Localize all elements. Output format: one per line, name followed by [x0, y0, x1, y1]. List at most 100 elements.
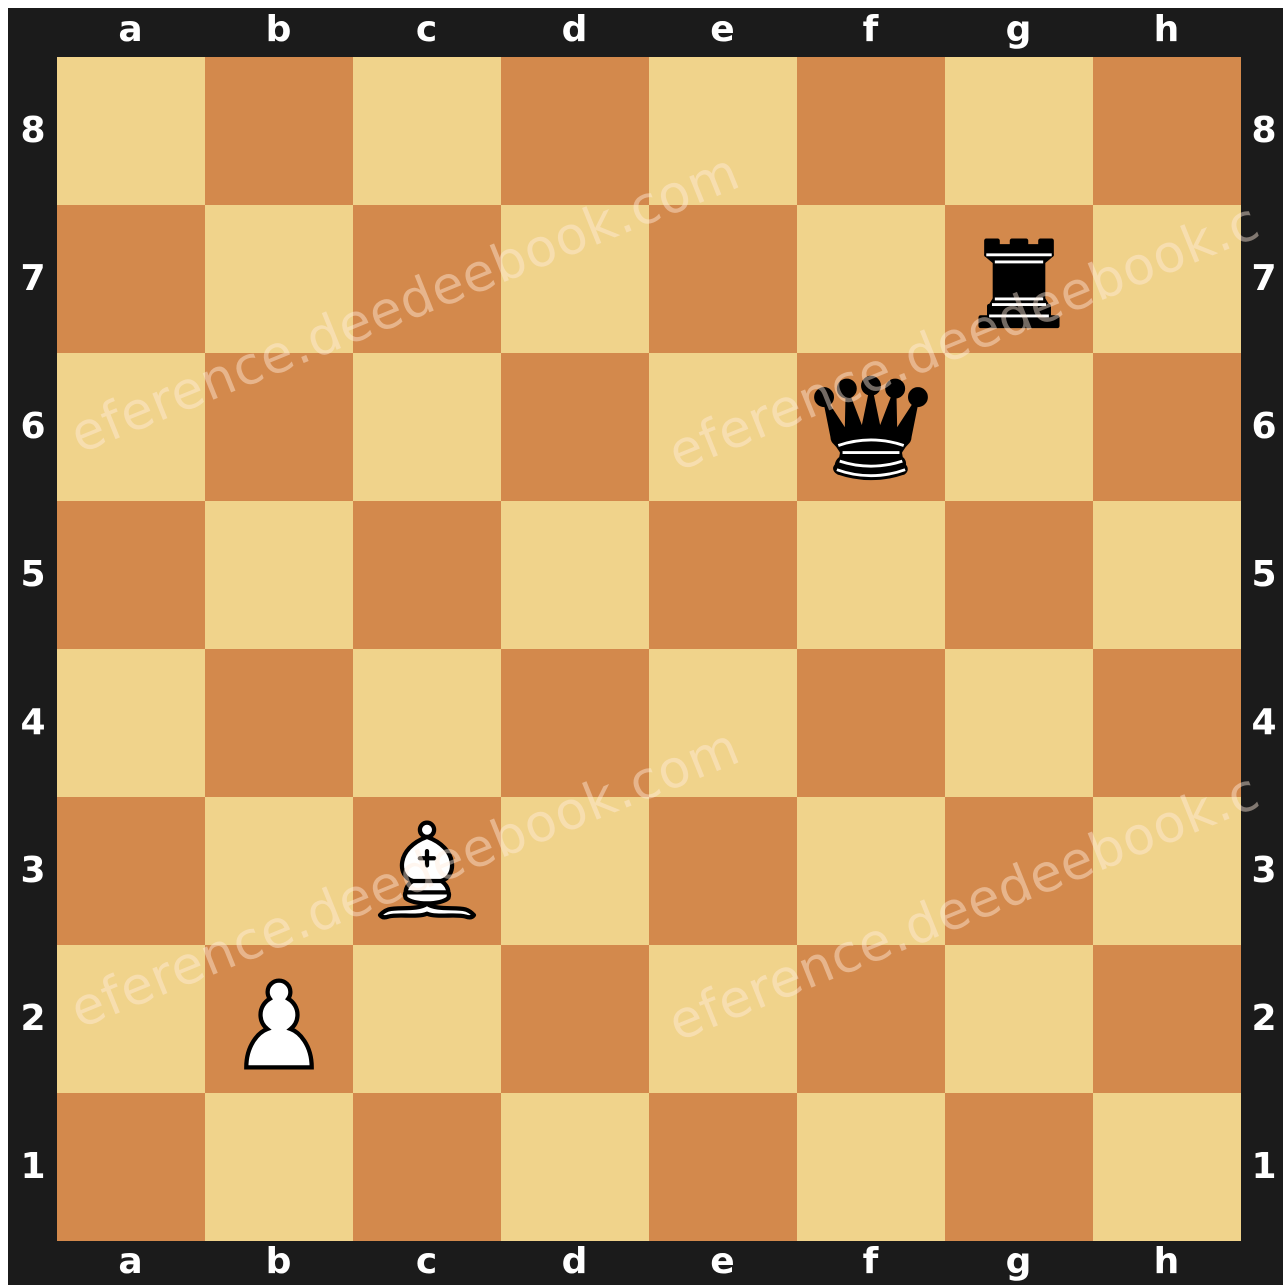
square-g5[interactable]	[945, 501, 1093, 649]
square-d4[interactable]	[501, 649, 649, 797]
rank-label-left-1: 1	[13, 1149, 53, 1185]
square-f2[interactable]	[797, 945, 945, 1093]
rank-label-left-7: 7	[13, 261, 53, 297]
square-a7[interactable]	[57, 205, 205, 353]
square-d7[interactable]	[501, 205, 649, 353]
file-label-top-e: e	[649, 12, 796, 48]
square-b8[interactable]	[205, 57, 353, 205]
square-g4[interactable]	[945, 649, 1093, 797]
square-e7[interactable]	[649, 205, 797, 353]
square-b7[interactable]	[205, 205, 353, 353]
file-label-bottom-h: h	[1093, 1244, 1240, 1280]
rank-label-right-4: 4	[1244, 705, 1283, 741]
rank-label-left-5: 5	[13, 557, 53, 593]
file-label-bottom-e: e	[649, 1244, 796, 1280]
square-d5[interactable]	[501, 501, 649, 649]
rank-label-right-6: 6	[1244, 409, 1283, 445]
square-a6[interactable]	[57, 353, 205, 501]
rank-label-left-4: 4	[13, 705, 53, 741]
square-e3[interactable]	[649, 797, 797, 945]
file-label-top-h: h	[1093, 12, 1240, 48]
square-f3[interactable]	[797, 797, 945, 945]
square-d1[interactable]	[501, 1093, 649, 1241]
chessboard	[57, 57, 1241, 1241]
square-h4[interactable]	[1093, 649, 1241, 797]
square-g2[interactable]	[945, 945, 1093, 1093]
square-f1[interactable]	[797, 1093, 945, 1241]
rank-label-left-6: 6	[13, 409, 53, 445]
square-h7[interactable]	[1093, 205, 1241, 353]
square-b5[interactable]	[205, 501, 353, 649]
file-label-top-g: g	[945, 12, 1092, 48]
black-queen-icon[interactable]	[797, 353, 945, 501]
square-b4[interactable]	[205, 649, 353, 797]
square-a8[interactable]	[57, 57, 205, 205]
square-a3[interactable]	[57, 797, 205, 945]
square-e8[interactable]	[649, 57, 797, 205]
file-label-top-d: d	[501, 12, 648, 48]
square-b2[interactable]	[205, 945, 353, 1093]
square-a4[interactable]	[57, 649, 205, 797]
square-f5[interactable]	[797, 501, 945, 649]
square-g7[interactable]	[945, 205, 1093, 353]
square-a1[interactable]	[57, 1093, 205, 1241]
square-a5[interactable]	[57, 501, 205, 649]
square-f4[interactable]	[797, 649, 945, 797]
white-bishop-icon[interactable]	[353, 797, 501, 945]
file-label-top-b: b	[205, 12, 352, 48]
file-label-bottom-c: c	[353, 1244, 500, 1280]
black-rook-icon[interactable]	[945, 205, 1093, 353]
square-d8[interactable]	[501, 57, 649, 205]
square-h2[interactable]	[1093, 945, 1241, 1093]
square-g8[interactable]	[945, 57, 1093, 205]
file-label-bottom-g: g	[945, 1244, 1092, 1280]
square-g3[interactable]	[945, 797, 1093, 945]
square-f7[interactable]	[797, 205, 945, 353]
square-e5[interactable]	[649, 501, 797, 649]
square-d2[interactable]	[501, 945, 649, 1093]
square-e6[interactable]	[649, 353, 797, 501]
file-label-top-a: a	[57, 12, 204, 48]
file-label-bottom-a: a	[57, 1244, 204, 1280]
rank-label-left-3: 3	[13, 853, 53, 889]
rank-label-left-8: 8	[13, 113, 53, 149]
file-label-top-f: f	[797, 12, 944, 48]
square-e4[interactable]	[649, 649, 797, 797]
square-d6[interactable]	[501, 353, 649, 501]
square-c2[interactable]	[353, 945, 501, 1093]
square-c7[interactable]	[353, 205, 501, 353]
square-c4[interactable]	[353, 649, 501, 797]
square-d3[interactable]	[501, 797, 649, 945]
square-f8[interactable]	[797, 57, 945, 205]
rank-label-left-2: 2	[13, 1001, 53, 1037]
square-h6[interactable]	[1093, 353, 1241, 501]
square-h1[interactable]	[1093, 1093, 1241, 1241]
square-g6[interactable]	[945, 353, 1093, 501]
square-b1[interactable]	[205, 1093, 353, 1241]
square-e2[interactable]	[649, 945, 797, 1093]
rank-label-right-8: 8	[1244, 113, 1283, 149]
file-label-top-c: c	[353, 12, 500, 48]
square-g1[interactable]	[945, 1093, 1093, 1241]
square-c8[interactable]	[353, 57, 501, 205]
white-pawn-icon[interactable]	[205, 945, 353, 1093]
rank-label-right-7: 7	[1244, 261, 1283, 297]
file-label-bottom-b: b	[205, 1244, 352, 1280]
square-h3[interactable]	[1093, 797, 1241, 945]
square-h8[interactable]	[1093, 57, 1241, 205]
square-f6[interactable]	[797, 353, 945, 501]
square-c6[interactable]	[353, 353, 501, 501]
square-a2[interactable]	[57, 945, 205, 1093]
square-h5[interactable]	[1093, 501, 1241, 649]
rank-label-right-1: 1	[1244, 1149, 1283, 1185]
file-label-bottom-f: f	[797, 1244, 944, 1280]
square-e1[interactable]	[649, 1093, 797, 1241]
file-label-bottom-d: d	[501, 1244, 648, 1280]
rank-label-right-3: 3	[1244, 853, 1283, 889]
square-c3[interactable]	[353, 797, 501, 945]
square-b6[interactable]	[205, 353, 353, 501]
square-b3[interactable]	[205, 797, 353, 945]
square-c1[interactable]	[353, 1093, 501, 1241]
square-c5[interactable]	[353, 501, 501, 649]
